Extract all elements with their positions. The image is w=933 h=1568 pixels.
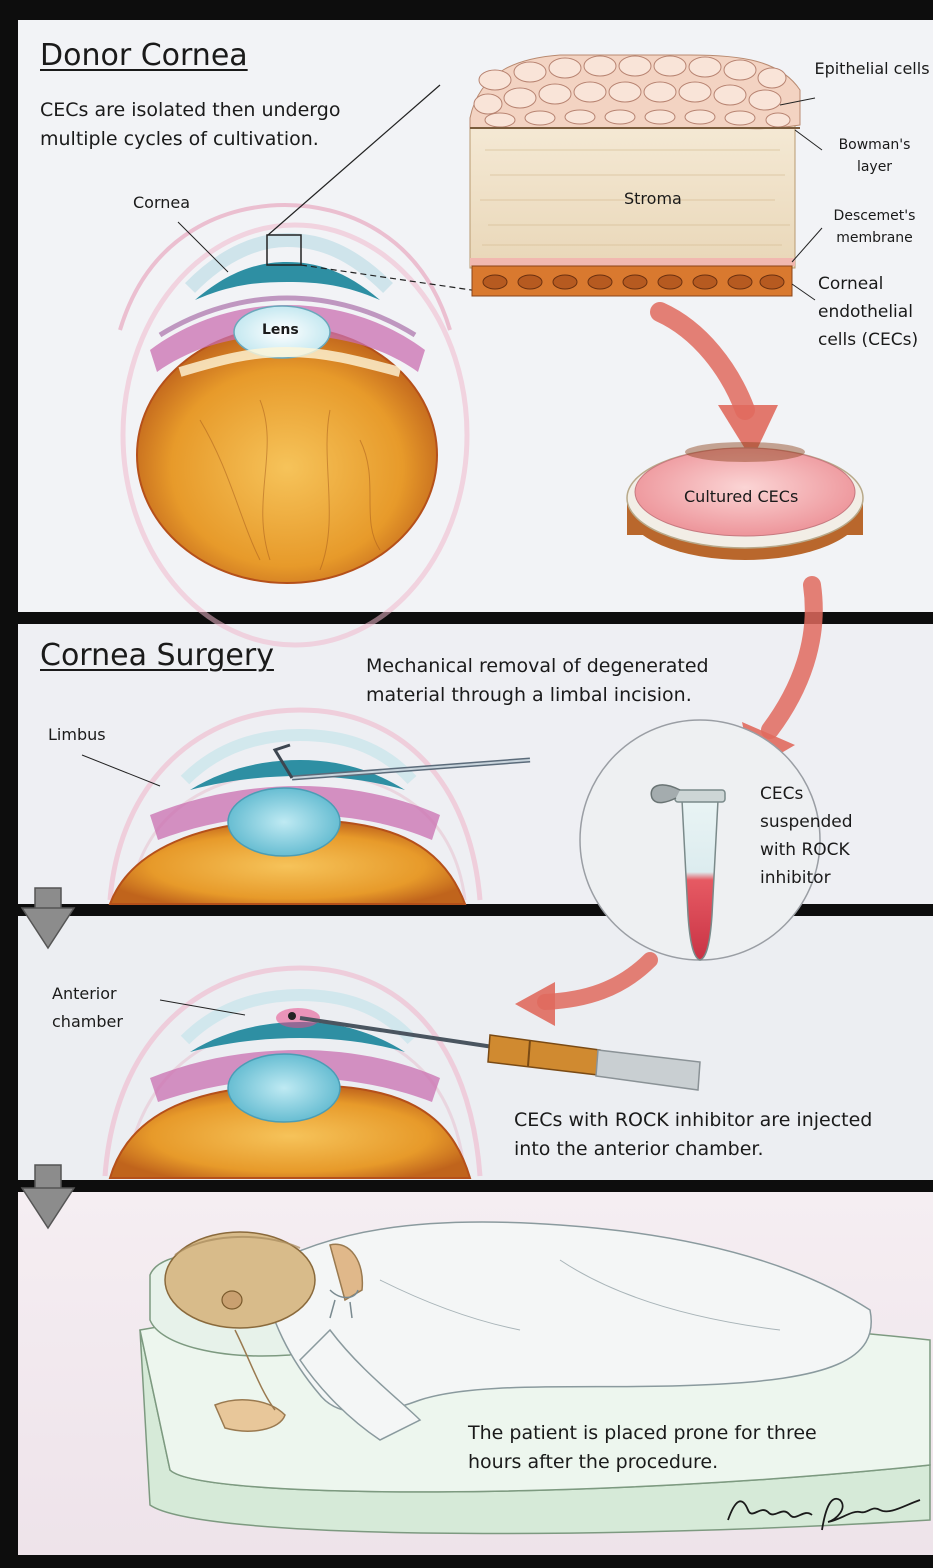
caption-injection: CECs with ROCK inhibitor are injected in… bbox=[514, 1106, 914, 1164]
title-cornea-surgery: Cornea Surgery bbox=[40, 638, 274, 673]
label-epithelial-cells: Epithelial cells bbox=[812, 58, 932, 80]
caption-prone-position: The patient is placed prone for three ho… bbox=[468, 1419, 838, 1477]
label-cultured-cecs: Cultured CECs bbox=[684, 486, 798, 508]
label-stroma: Stroma bbox=[624, 188, 682, 210]
label-corneal-endothelial-cells: Corneal endothelial cells (CECs) bbox=[818, 270, 930, 354]
cornea-layer-block bbox=[470, 55, 800, 296]
label-anterior-chamber: Anterior chamber bbox=[52, 980, 162, 1036]
label-lens: Lens bbox=[262, 322, 299, 338]
label-tube-contents: CECs suspended with ROCK inhibitor bbox=[760, 780, 875, 892]
label-bowmans-layer: Bowman's layer bbox=[822, 134, 927, 178]
label-cornea: Cornea bbox=[133, 192, 190, 214]
label-descemets-membrane: Descemet's membrane bbox=[822, 205, 927, 249]
label-limbus: Limbus bbox=[48, 724, 106, 746]
title-donor-cornea: Donor Cornea bbox=[40, 38, 248, 73]
caption-cornea-surgery: Mechanical removal of degenerated materi… bbox=[366, 652, 786, 710]
caption-donor-cornea: CECs are isolated then undergo multiple … bbox=[40, 96, 410, 154]
